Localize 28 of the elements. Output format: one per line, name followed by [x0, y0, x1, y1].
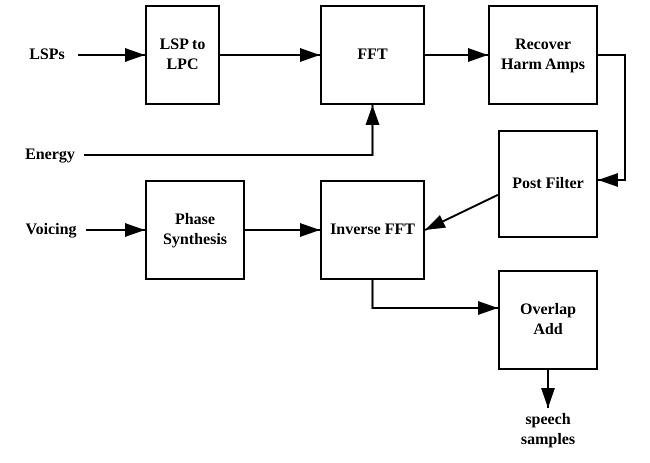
block-label: Post Filter — [511, 174, 585, 194]
block-label: Phase Synthesis — [162, 210, 228, 250]
arrow — [372, 280, 498, 315]
process-box — [498, 130, 598, 238]
arrow — [541, 370, 555, 408]
process-box — [145, 180, 245, 280]
block-label: Recover Harm Amps — [500, 35, 586, 75]
input-label: Energy — [16, 144, 84, 166]
process-box — [488, 5, 598, 105]
arrow — [220, 48, 320, 62]
input-label: LSPs — [16, 44, 78, 66]
process-box — [145, 5, 220, 105]
arrow — [78, 48, 145, 62]
arrow — [424, 194, 498, 231]
input-label: Voicing — [16, 219, 86, 241]
block-label: Overlap Add — [519, 300, 577, 340]
process-box — [498, 270, 598, 370]
process-box — [320, 180, 425, 280]
input-label: speech samples — [510, 408, 586, 452]
block-label: Inverse FFT — [329, 220, 416, 240]
block-label: LSP to LPC — [158, 35, 206, 75]
arrow — [425, 48, 488, 62]
arrow — [245, 223, 320, 237]
arrow — [86, 223, 145, 237]
arrow — [84, 105, 380, 156]
process-box — [320, 5, 425, 105]
arrow — [598, 54, 626, 187]
block-label: FFT — [356, 45, 389, 65]
